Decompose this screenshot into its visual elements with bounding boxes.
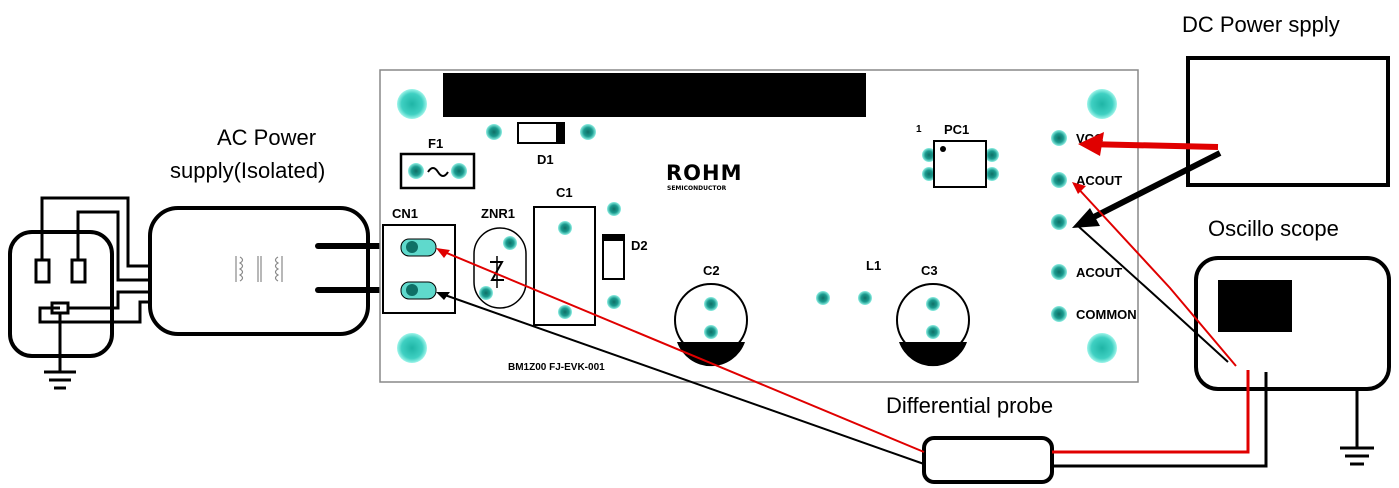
- terminal-acout-2: ACOUT: [1051, 264, 1122, 280]
- evaluation-board: F1 D1 ROHM SEMICONDUCTOR 1 PC1: [379, 69, 1139, 383]
- capacitor-c1: [533, 206, 596, 326]
- mount-hole-br: [1087, 333, 1117, 363]
- ac-supply-label-line1: AC Power: [217, 125, 316, 150]
- oscilloscope-label: Oscillo scope: [1208, 216, 1339, 241]
- c2-label: C2: [703, 263, 720, 278]
- pc1-pin-label: 1: [916, 124, 922, 135]
- ac-power-supply: [148, 206, 370, 336]
- diff-probe-label: Differential probe: [886, 393, 1053, 418]
- znr1-label: ZNR1: [481, 206, 515, 221]
- c3-label: C3: [921, 263, 938, 278]
- d2-label: D2: [631, 238, 648, 253]
- mount-hole-tl: [397, 89, 427, 119]
- terminal-common-label: COMMON: [1076, 307, 1137, 322]
- diode-d1: [486, 122, 596, 144]
- wall-outlet: [8, 230, 114, 358]
- f1-label: F1: [428, 136, 443, 151]
- terminal-acout-2-label: ACOUT: [1076, 265, 1122, 280]
- capacitor-c2: [674, 283, 748, 367]
- board-model-label: BM1Z00 FJ-EVK-001: [508, 362, 605, 373]
- rohm-logo-sub: SEMICONDUCTOR: [667, 185, 727, 192]
- outlet-wires: [38, 196, 170, 324]
- ac-supply-label-line2: supply(Isolated): [170, 158, 325, 183]
- connector-cn1: [382, 224, 456, 314]
- scope-probe-cable: [1052, 370, 1268, 468]
- mount-hole-tr: [1087, 89, 1117, 119]
- terminal-unlabeled: [1051, 214, 1067, 230]
- terminal-acout-1: ACOUT: [1051, 172, 1122, 188]
- transformer-icon: [235, 256, 283, 282]
- l1-label: L1: [866, 258, 881, 273]
- mount-hole-bl: [397, 333, 427, 363]
- c1-label: C1: [556, 185, 573, 200]
- varistor-znr1: [473, 227, 527, 309]
- diode-d2: [602, 202, 625, 309]
- fuse-f1: [399, 152, 476, 190]
- dc-power-supply: [1186, 56, 1390, 187]
- oscilloscope-screen: [1218, 280, 1292, 332]
- pc1-label: PC1: [944, 122, 969, 137]
- probe-to-cn1-wires: [436, 248, 925, 465]
- cn1-label: CN1: [392, 206, 418, 221]
- dc-supply-label: DC Power spply: [1182, 12, 1340, 37]
- d1-label: D1: [537, 152, 554, 167]
- rohm-logo: ROHM: [666, 161, 743, 185]
- scope-ground-icon: [1340, 388, 1374, 466]
- inductor-l1: [816, 291, 872, 305]
- scope-signal-wires: [1072, 182, 1237, 367]
- optocoupler-pc1: [922, 140, 999, 188]
- differential-probe: [922, 436, 1054, 484]
- terminal-common: COMMON: [1051, 306, 1137, 322]
- dc-vcc-wire: [1078, 132, 1219, 156]
- dc-ground-wire: [1072, 150, 1222, 228]
- board-label-bar: [443, 73, 866, 117]
- oscilloscope: [1194, 256, 1391, 391]
- capacitor-c3: [896, 283, 970, 367]
- terminal-acout-1-label: ACOUT: [1076, 173, 1122, 188]
